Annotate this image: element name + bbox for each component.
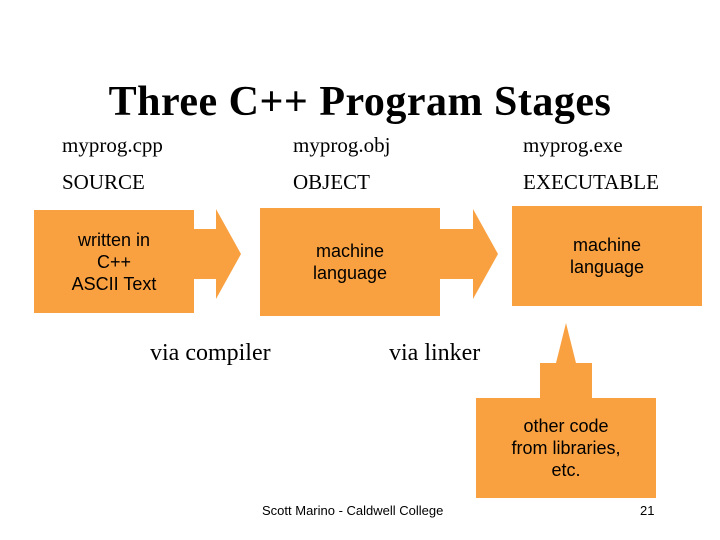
source-box: written in C++ ASCII Text — [34, 210, 194, 313]
object-stage-label: OBJECT — [293, 170, 371, 194]
source-stage-label: SOURCE — [62, 170, 145, 194]
libraries-box-line-3: etc. — [551, 460, 581, 480]
object-box-line-1: machine — [315, 241, 385, 261]
footer-credit: Scott Marino - Caldwell College — [262, 503, 444, 518]
object-box: machine language — [260, 208, 440, 316]
source-filename: myprog.cpp — [62, 133, 163, 157]
via-linker-label: via linker — [389, 340, 481, 366]
libraries-box: other code from libraries, etc. — [476, 398, 656, 498]
executable-stage-label: EXECUTABLE — [523, 170, 659, 194]
object-filename: myprog.obj — [293, 133, 391, 157]
libraries-box-line-2: from libraries, — [511, 438, 621, 458]
source-box-line-1: written in — [77, 229, 150, 250]
page-number: 21 — [640, 503, 655, 518]
source-box-line-2: C++ — [96, 251, 131, 272]
executable-box-line-1: machine — [572, 235, 642, 255]
libraries-box-line-1: other code — [523, 416, 609, 436]
source-box-line-3: ASCII Text — [71, 273, 157, 294]
executable-box: machine language — [512, 206, 702, 306]
slide-title: Three C++ Program Stages — [108, 79, 612, 125]
via-compiler-label: via compiler — [150, 340, 271, 366]
object-box-line-2: language — [312, 263, 388, 283]
executable-box-line-2: language — [569, 257, 645, 277]
library-arrow — [540, 323, 592, 400]
executable-filename: myprog.exe — [523, 133, 623, 157]
linker-arrow — [440, 209, 498, 299]
